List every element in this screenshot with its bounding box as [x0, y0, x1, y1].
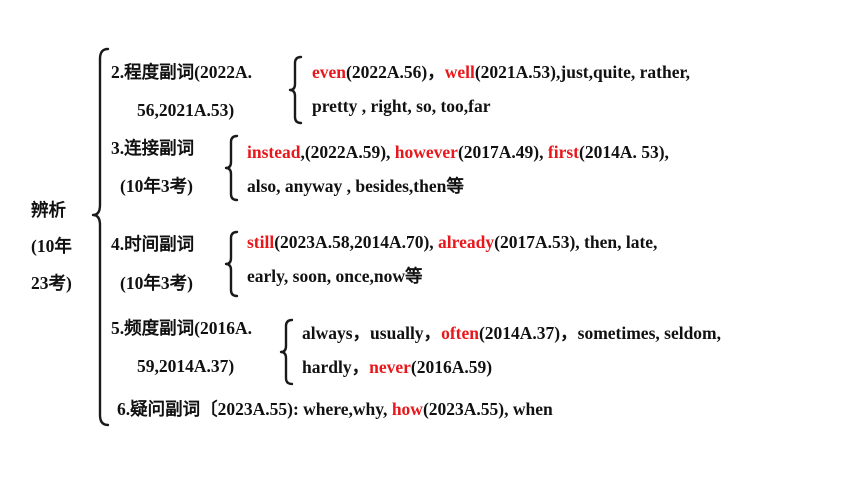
highlighted-adverb: still — [247, 232, 275, 252]
highlighted-adverb: instead — [247, 142, 301, 162]
item-2-content-line1: even(2022A.56)，well(2021A.53),just,quite… — [312, 61, 690, 83]
highlighted-adverb: first — [547, 142, 579, 162]
text-segment: (2016A.59) — [410, 357, 493, 377]
text-segment: (2017A.53), then, late, — [494, 232, 658, 252]
left-label-line1: 辨析 — [31, 200, 66, 220]
text-segment: always，usually， — [302, 323, 442, 343]
text-segment: (2014A.37)，sometimes, seldom, — [478, 323, 722, 343]
highlighted-adverb: however — [394, 142, 458, 162]
item-4-heading-line1: 4.时间副词 — [111, 234, 195, 254]
item-5-heading-line1: 5.频度副词(2016A. — [111, 318, 252, 338]
item-5-content-line1: always，usually，often(2014A.37)，sometimes… — [302, 322, 721, 344]
highlighted-adverb: even — [312, 62, 347, 82]
item-6-line: 6.疑问副词〔2023A.55): where,why, how(2023A.5… — [117, 398, 553, 420]
left-label-line2: (10年 — [31, 236, 72, 256]
main-brace — [91, 47, 110, 427]
left-label-line3: 23考) — [31, 273, 72, 293]
text-segment: hardly， — [302, 357, 370, 377]
text-segment: (2017A.49), — [457, 142, 548, 162]
item-2-brace — [288, 55, 303, 125]
item-2-content-line2: pretty , right, so, too,far — [312, 95, 491, 117]
highlighted-adverb: well — [444, 62, 475, 82]
item-2-heading-line1: 2.程度副词(2022A. — [111, 62, 252, 82]
text-segment: pretty , right, so, too,far — [312, 96, 491, 116]
text-segment: (2014A. 53), — [579, 142, 669, 162]
item-3-content-line2: also, anyway , besides,then等 — [247, 175, 464, 197]
text-segment: (2023A.58,2014A.70), — [274, 232, 439, 252]
text-segment: (2023A.55), when — [422, 399, 553, 419]
text-segment: ,(2022A.59), — [300, 142, 395, 162]
item-4-content-line2: early, soon, once,now等 — [247, 265, 423, 287]
highlighted-adverb: never — [369, 357, 411, 377]
item-3-brace — [224, 134, 239, 202]
item-4-heading-line2: (10年3考) — [120, 273, 193, 293]
item-5-content-line2: hardly，never(2016A.59) — [302, 356, 492, 378]
text-segment: also, anyway , besides,then等 — [247, 176, 464, 196]
item-3-heading-line1: 3.连接副词 — [111, 138, 195, 158]
text-segment: (2021A.53),just,quite, rather, — [474, 62, 691, 82]
item-2-heading-line2: 56,2021A.53) — [137, 100, 235, 120]
item-4-brace — [224, 230, 239, 298]
highlighted-adverb: often — [441, 323, 479, 343]
item-3-content-line1: instead,(2022A.59), however(2017A.49), f… — [247, 141, 669, 163]
highlighted-adverb: already — [438, 232, 495, 252]
text-segment: 6.疑问副词〔2023A.55): where,why, — [117, 399, 392, 419]
item-4-content-line1: still(2023A.58,2014A.70), already(2017A.… — [247, 231, 657, 253]
item-5-heading-line2: 59,2014A.37) — [137, 356, 235, 376]
text-segment: early, soon, once,now等 — [247, 266, 423, 286]
item-5-brace — [279, 318, 294, 386]
item-3-heading-line2: (10年3考) — [120, 176, 193, 196]
text-segment: (2022A.56)， — [346, 62, 445, 82]
highlighted-adverb: how — [391, 399, 423, 419]
